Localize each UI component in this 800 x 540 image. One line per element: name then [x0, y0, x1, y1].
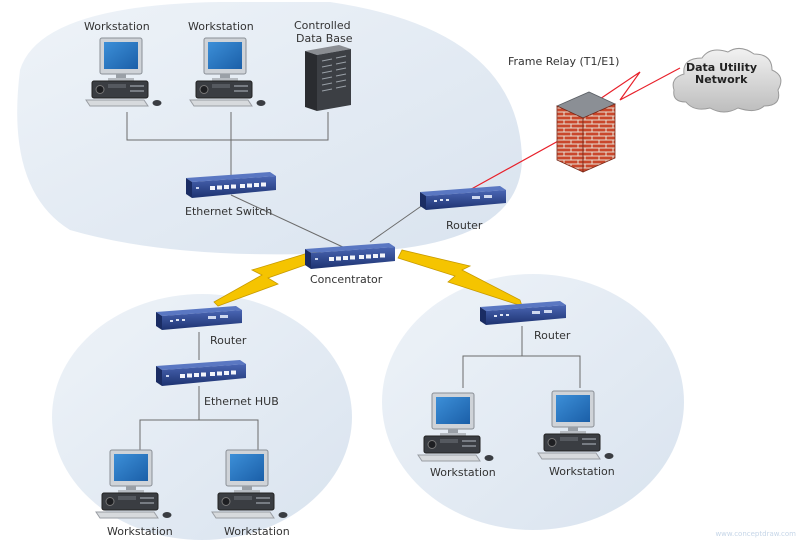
label-workstation-bottom-2: Workstation	[224, 525, 290, 538]
label-controlled-db-2: Data Base	[296, 32, 353, 45]
label-router-top: Router	[446, 219, 483, 232]
label-workstation-bottom-1: Workstation	[107, 525, 173, 538]
label-ethernet-hub: Ethernet HUB	[204, 395, 279, 408]
label-concentrator: Concentrator	[310, 273, 383, 286]
lightning-link-left	[213, 249, 326, 307]
lightning-link-right	[397, 249, 523, 307]
label-router-left: Router	[210, 334, 247, 347]
label-router-right: Router	[534, 329, 571, 342]
cloud-icon[interactable]	[672, 48, 782, 113]
label-workstation-right-1: Workstation	[430, 466, 496, 479]
label-cloud-1: Data Utility	[686, 61, 757, 74]
label-workstation-top-1: Workstation	[84, 20, 150, 33]
database-server-icon[interactable]	[305, 45, 351, 111]
frame-relay-link	[465, 67, 681, 193]
label-workstation-top-2: Workstation	[188, 20, 254, 33]
label-controlled-db-1: Controlled	[294, 19, 351, 32]
label-workstation-right-2: Workstation	[549, 465, 615, 478]
label-cloud-2: Network	[695, 73, 748, 86]
cables-bottom-right	[462, 326, 581, 388]
cables-top	[126, 112, 431, 249]
zone-bottom-left	[52, 294, 352, 540]
zone-top	[17, 2, 522, 255]
zone-bottom-right	[382, 274, 684, 530]
label-ethernet-switch: Ethernet Switch	[185, 205, 273, 218]
firewall-icon[interactable]	[556, 91, 616, 173]
label-frame-relay: Frame Relay (T1/E1)	[508, 55, 620, 68]
cables-bottom-left	[139, 332, 259, 450]
watermark: www.conceptdraw.com	[715, 530, 796, 538]
